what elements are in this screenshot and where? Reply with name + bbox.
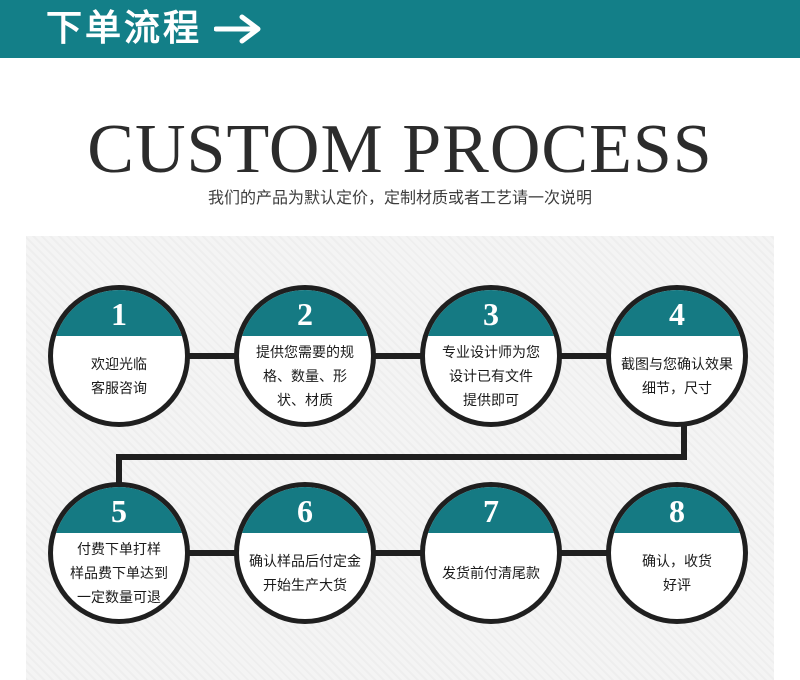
step-text-line: 提供您需要的规 (256, 345, 354, 361)
step-2: 2 提供您需要的规 格、数量、形 状、材质 (234, 285, 376, 427)
step-text-line: 发货前付清尾款 (442, 566, 540, 582)
step-3: 3 专业设计师为您 设计已有文件 提供即可 (420, 285, 562, 427)
step-number-band (611, 290, 743, 336)
page-subtitle: 我们的产品为默认定价，定制材质或者工艺请一次说明 (207, 188, 592, 207)
step-4: 4 截图与您确认效果 细节，尺寸 (606, 285, 748, 427)
step-text-line: 设计已有文件 (449, 369, 533, 385)
step-description: 确认，收货 好评 (617, 537, 737, 611)
step-text-line: 付费下单打样 (77, 542, 161, 558)
step-number: 2 (297, 296, 313, 332)
step-5: 5 付费下单打样 样品费下单达到 一定数量可退 (48, 482, 190, 624)
page-title: CUSTOM PROCESS (87, 111, 713, 188)
step-text-line: 提供即可 (463, 393, 519, 409)
step-disc: 5 付费下单打样 样品费下单达到 一定数量可退 (53, 487, 185, 619)
step-disc: 3 专业设计师为您 设计已有文件 提供即可 (425, 290, 557, 422)
header-bar: 下单流程 (0, 0, 800, 58)
step-text-line: 确认样品后付定金 (249, 554, 361, 570)
step-number-band (53, 290, 185, 336)
step-description: 专业设计师为您 设计已有文件 提供即可 (431, 340, 551, 414)
step-description: 截图与您确认效果 细节，尺寸 (617, 340, 737, 414)
step-disc: 7 发货前付清尾款 (425, 487, 557, 619)
step-text-line: 细节，尺寸 (642, 381, 712, 397)
right-arrow-icon (214, 14, 261, 44)
step-number: 3 (483, 296, 499, 332)
step-6: 6 确认样品后付定金 开始生产大货 (234, 482, 376, 624)
step-text-line: 截图与您确认效果 (621, 357, 733, 373)
step-disc: 6 确认样品后付定金 开始生产大货 (239, 487, 371, 619)
step-1: 1 欢迎光临 客服咨询 (48, 285, 190, 427)
step-description: 提供您需要的规 格、数量、形 状、材质 (245, 340, 365, 414)
step-number-band (53, 487, 185, 533)
step-text-line: 客服咨询 (91, 381, 147, 397)
step-text-line: 状、材质 (277, 393, 333, 409)
step-number: 5 (111, 493, 127, 529)
step-text-line: 样品费下单达到 (70, 566, 168, 582)
step-disc: 4 截图与您确认效果 细节，尺寸 (611, 290, 743, 422)
step-disc: 8 确认，收货 好评 (611, 487, 743, 619)
step-number: 8 (669, 493, 685, 529)
step-text-line: 欢迎光临 (91, 357, 147, 373)
step-text-line: 开始生产大货 (263, 578, 347, 594)
step-number-band (239, 290, 371, 336)
step-number-band (611, 487, 743, 533)
step-disc: 1 欢迎光临 客服咨询 (53, 290, 185, 422)
header-title: 下单流程 (46, 8, 203, 49)
step-7: 7 发货前付清尾款 (420, 482, 562, 624)
step-number-band (425, 487, 557, 533)
step-text-line: 格、数量、形 (263, 369, 347, 385)
step-description: 确认样品后付定金 开始生产大货 (245, 537, 365, 611)
step-description: 发货前付清尾款 (431, 537, 551, 611)
step-text-line: 确认，收货 (642, 554, 712, 570)
step-description: 付费下单打样 样品费下单达到 一定数量可退 (59, 537, 179, 611)
step-description: 欢迎光临 客服咨询 (59, 340, 179, 414)
step-number: 1 (111, 296, 127, 332)
step-text-line: 好评 (663, 578, 691, 594)
step-number: 4 (669, 296, 685, 332)
step-number-band (239, 487, 371, 533)
step-number-band (425, 290, 557, 336)
connector-4-5 (116, 420, 687, 494)
step-text-line: 一定数量可退 (77, 590, 161, 606)
step-number: 7 (483, 493, 499, 529)
step-8: 8 确认，收货 好评 (606, 482, 748, 624)
step-number: 6 (297, 493, 313, 529)
step-disc: 2 提供您需要的规 格、数量、形 状、材质 (239, 290, 371, 422)
step-text-line: 专业设计师为您 (442, 345, 540, 361)
